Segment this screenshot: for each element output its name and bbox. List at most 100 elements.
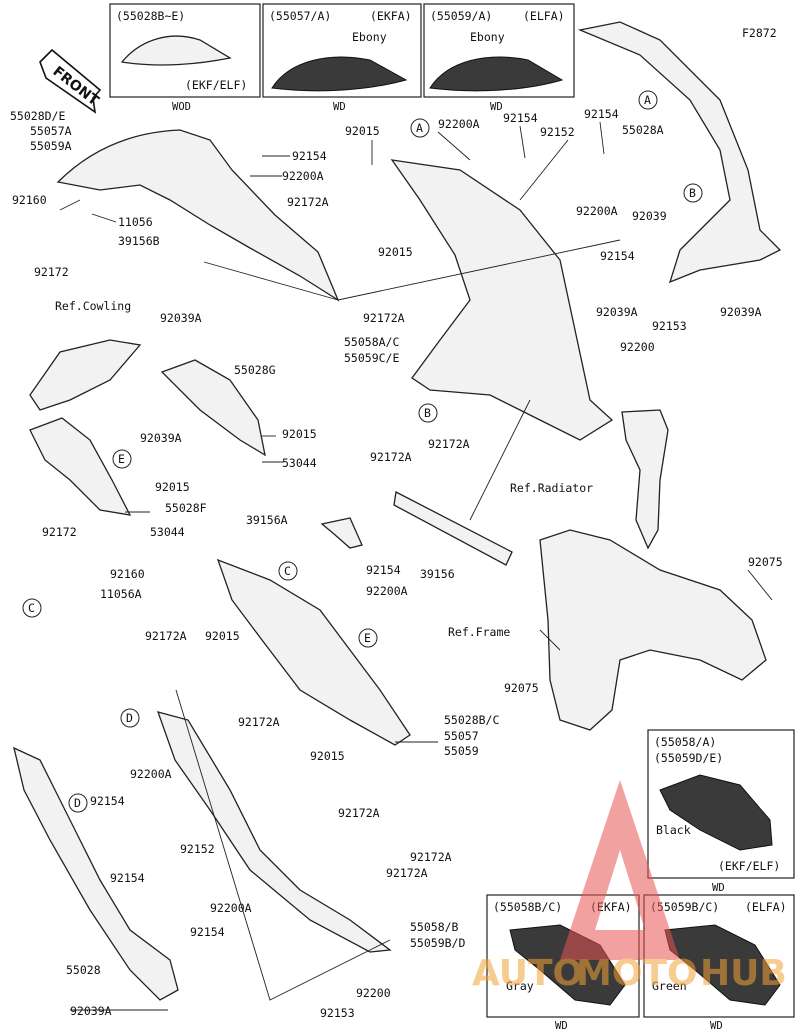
label-92172a-7: 92172A bbox=[338, 806, 380, 820]
center-cowl bbox=[390, 159, 614, 441]
watermark-auto: AUTO bbox=[472, 953, 583, 994]
leader-lines bbox=[59, 121, 773, 1011]
inset-3-color: Green bbox=[652, 979, 687, 993]
middle-left-labels: Ref.Cowling 92039A 55028G 92039A 92015 5… bbox=[42, 299, 317, 601]
label-92172a-4: 92172A bbox=[370, 450, 412, 464]
variant-2-color: Ebony bbox=[352, 30, 387, 44]
label-53044-a: 53044 bbox=[282, 456, 317, 470]
svg-text:E: E bbox=[364, 631, 371, 645]
label-39156b: 39156B bbox=[118, 234, 160, 248]
svg-text:A: A bbox=[644, 93, 651, 107]
label-92200a-4: 92200A bbox=[366, 584, 408, 598]
label-11056a: 11056A bbox=[100, 587, 142, 601]
label-92039a-3: 92039A bbox=[160, 311, 202, 325]
callout-e-2: E bbox=[358, 628, 378, 648]
label-92172a-9: 92172A bbox=[386, 866, 428, 880]
label-55059ce: 55059C/E bbox=[344, 351, 399, 365]
inset-box-black: (55058/A) (55059D/E) Black (EKF/ELF) WD bbox=[647, 729, 795, 894]
label-92200a-6: 92200A bbox=[210, 901, 252, 915]
label-55028a: 55028A bbox=[622, 123, 664, 137]
inner-panel-55028f bbox=[29, 417, 132, 516]
strip-39156 bbox=[393, 491, 513, 566]
label-92015-a: 92015 bbox=[345, 124, 380, 138]
variant-box-3: (55059/A) (ELFA) Ebony WD bbox=[423, 3, 575, 113]
variant-1-sub: WOD bbox=[172, 101, 191, 113]
svg-text:A: A bbox=[416, 121, 423, 135]
label-92200a-5: 92200A bbox=[130, 767, 172, 781]
right-middle-labels: Ref.Radiator 39156 39156A 92154 92200A R… bbox=[246, 481, 783, 695]
watermark-logo: AUTO MOTO HUB bbox=[472, 780, 787, 994]
svg-text:D: D bbox=[126, 711, 133, 725]
label-55058ac: 55058A/C bbox=[344, 335, 399, 349]
svg-text:B: B bbox=[424, 406, 431, 420]
upper-center-labels: 92015 92200A 92154 92154 92152 92172A 55… bbox=[287, 107, 762, 464]
side-panel-55028a bbox=[577, 21, 782, 284]
label-55058b: 55058/B bbox=[410, 920, 459, 934]
label-39156a: 39156A bbox=[246, 513, 288, 527]
label-92154-e: 92154 bbox=[366, 563, 401, 577]
upper-cowl-left bbox=[56, 129, 340, 302]
frame-ref bbox=[539, 529, 767, 731]
label-92172-b: 92172 bbox=[42, 525, 77, 539]
label-92154-c: 92154 bbox=[584, 107, 619, 121]
label-92154-f: 92154 bbox=[90, 794, 125, 808]
watermark-hub: HUB bbox=[700, 953, 787, 994]
ref-frame: Ref.Frame bbox=[448, 625, 510, 639]
callout-a-2: A bbox=[638, 90, 658, 110]
inset-3-code: (55059B/C) bbox=[650, 900, 719, 914]
label-55028g: 55028G bbox=[234, 363, 276, 377]
callout-b-2: B bbox=[418, 403, 438, 423]
label-92172a-1: 92172A bbox=[287, 195, 329, 209]
label-92200-a: 92200 bbox=[620, 340, 655, 354]
variant-3-sub: WD bbox=[490, 101, 503, 113]
label-55028bc: 55028B/C bbox=[444, 713, 499, 727]
label-53044-b: 53044 bbox=[150, 525, 185, 539]
label-92172: 92172 bbox=[34, 265, 69, 279]
label-55057: 55057 bbox=[444, 729, 479, 743]
inner-panel-55028g bbox=[160, 359, 266, 457]
inner-cowling-ref bbox=[29, 339, 142, 411]
variant-2-code: (55057/A) bbox=[269, 9, 331, 23]
watermark-moto: MOTO bbox=[576, 953, 698, 994]
label-92039: 92039 bbox=[632, 209, 667, 223]
label-92015-d: 92015 bbox=[155, 480, 190, 494]
label-92172a-6: 92172A bbox=[238, 715, 280, 729]
inset-1-sub: WD bbox=[712, 882, 725, 894]
label-92075-a: 92075 bbox=[748, 555, 783, 569]
label-92152-a: 92152 bbox=[540, 125, 575, 139]
label-55028f: 55028F bbox=[165, 501, 207, 515]
label-11056: 11056 bbox=[118, 215, 153, 229]
radiator-ref bbox=[621, 409, 669, 550]
variant-2-sub: WD bbox=[333, 101, 346, 113]
svg-text:D: D bbox=[74, 796, 81, 810]
callout-b-1: B bbox=[683, 183, 703, 203]
label-39156: 39156 bbox=[420, 567, 455, 581]
inset-2-sub: WD bbox=[555, 1020, 568, 1032]
label-55028de: 55028D/E bbox=[10, 109, 65, 123]
lower-labels: 92172A 92015 55028B/C 55057 55059 92172A… bbox=[66, 629, 499, 1020]
inset-3-region: (ELFA) bbox=[745, 900, 787, 914]
label-92039a-2: 92039A bbox=[720, 305, 762, 319]
label-92153-b: 92153 bbox=[320, 1006, 355, 1020]
variant-3-color: Ebony bbox=[470, 30, 505, 44]
label-92015-f: 92015 bbox=[310, 749, 345, 763]
label-92154-b: 92154 bbox=[503, 111, 538, 125]
label-92200-b: 92200 bbox=[356, 986, 391, 1000]
label-55057a: 55057A bbox=[30, 124, 72, 138]
callout-d-2: D bbox=[68, 793, 88, 813]
callout-d-1: D bbox=[120, 708, 140, 728]
variant-3-region: (ELFA) bbox=[523, 9, 565, 23]
svg-text:E: E bbox=[118, 452, 125, 466]
label-92015-e: 92015 bbox=[205, 629, 240, 643]
label-92015-b: 92015 bbox=[378, 245, 413, 259]
label-92160-b: 92160 bbox=[110, 567, 145, 581]
label-92039a-5: 92039A bbox=[70, 1004, 112, 1018]
variant-box-2: (55057/A) (EKFA) Ebony WD bbox=[262, 3, 422, 113]
label-92200a-3: 92200A bbox=[576, 204, 618, 218]
label-55059bd: 55059B/D bbox=[410, 936, 465, 950]
variant-box-1: (55028B~E) (EKF/ELF) WOD bbox=[109, 3, 261, 113]
ref-cowling: Ref.Cowling bbox=[55, 299, 131, 313]
inset-3-sub: WD bbox=[710, 1020, 723, 1032]
